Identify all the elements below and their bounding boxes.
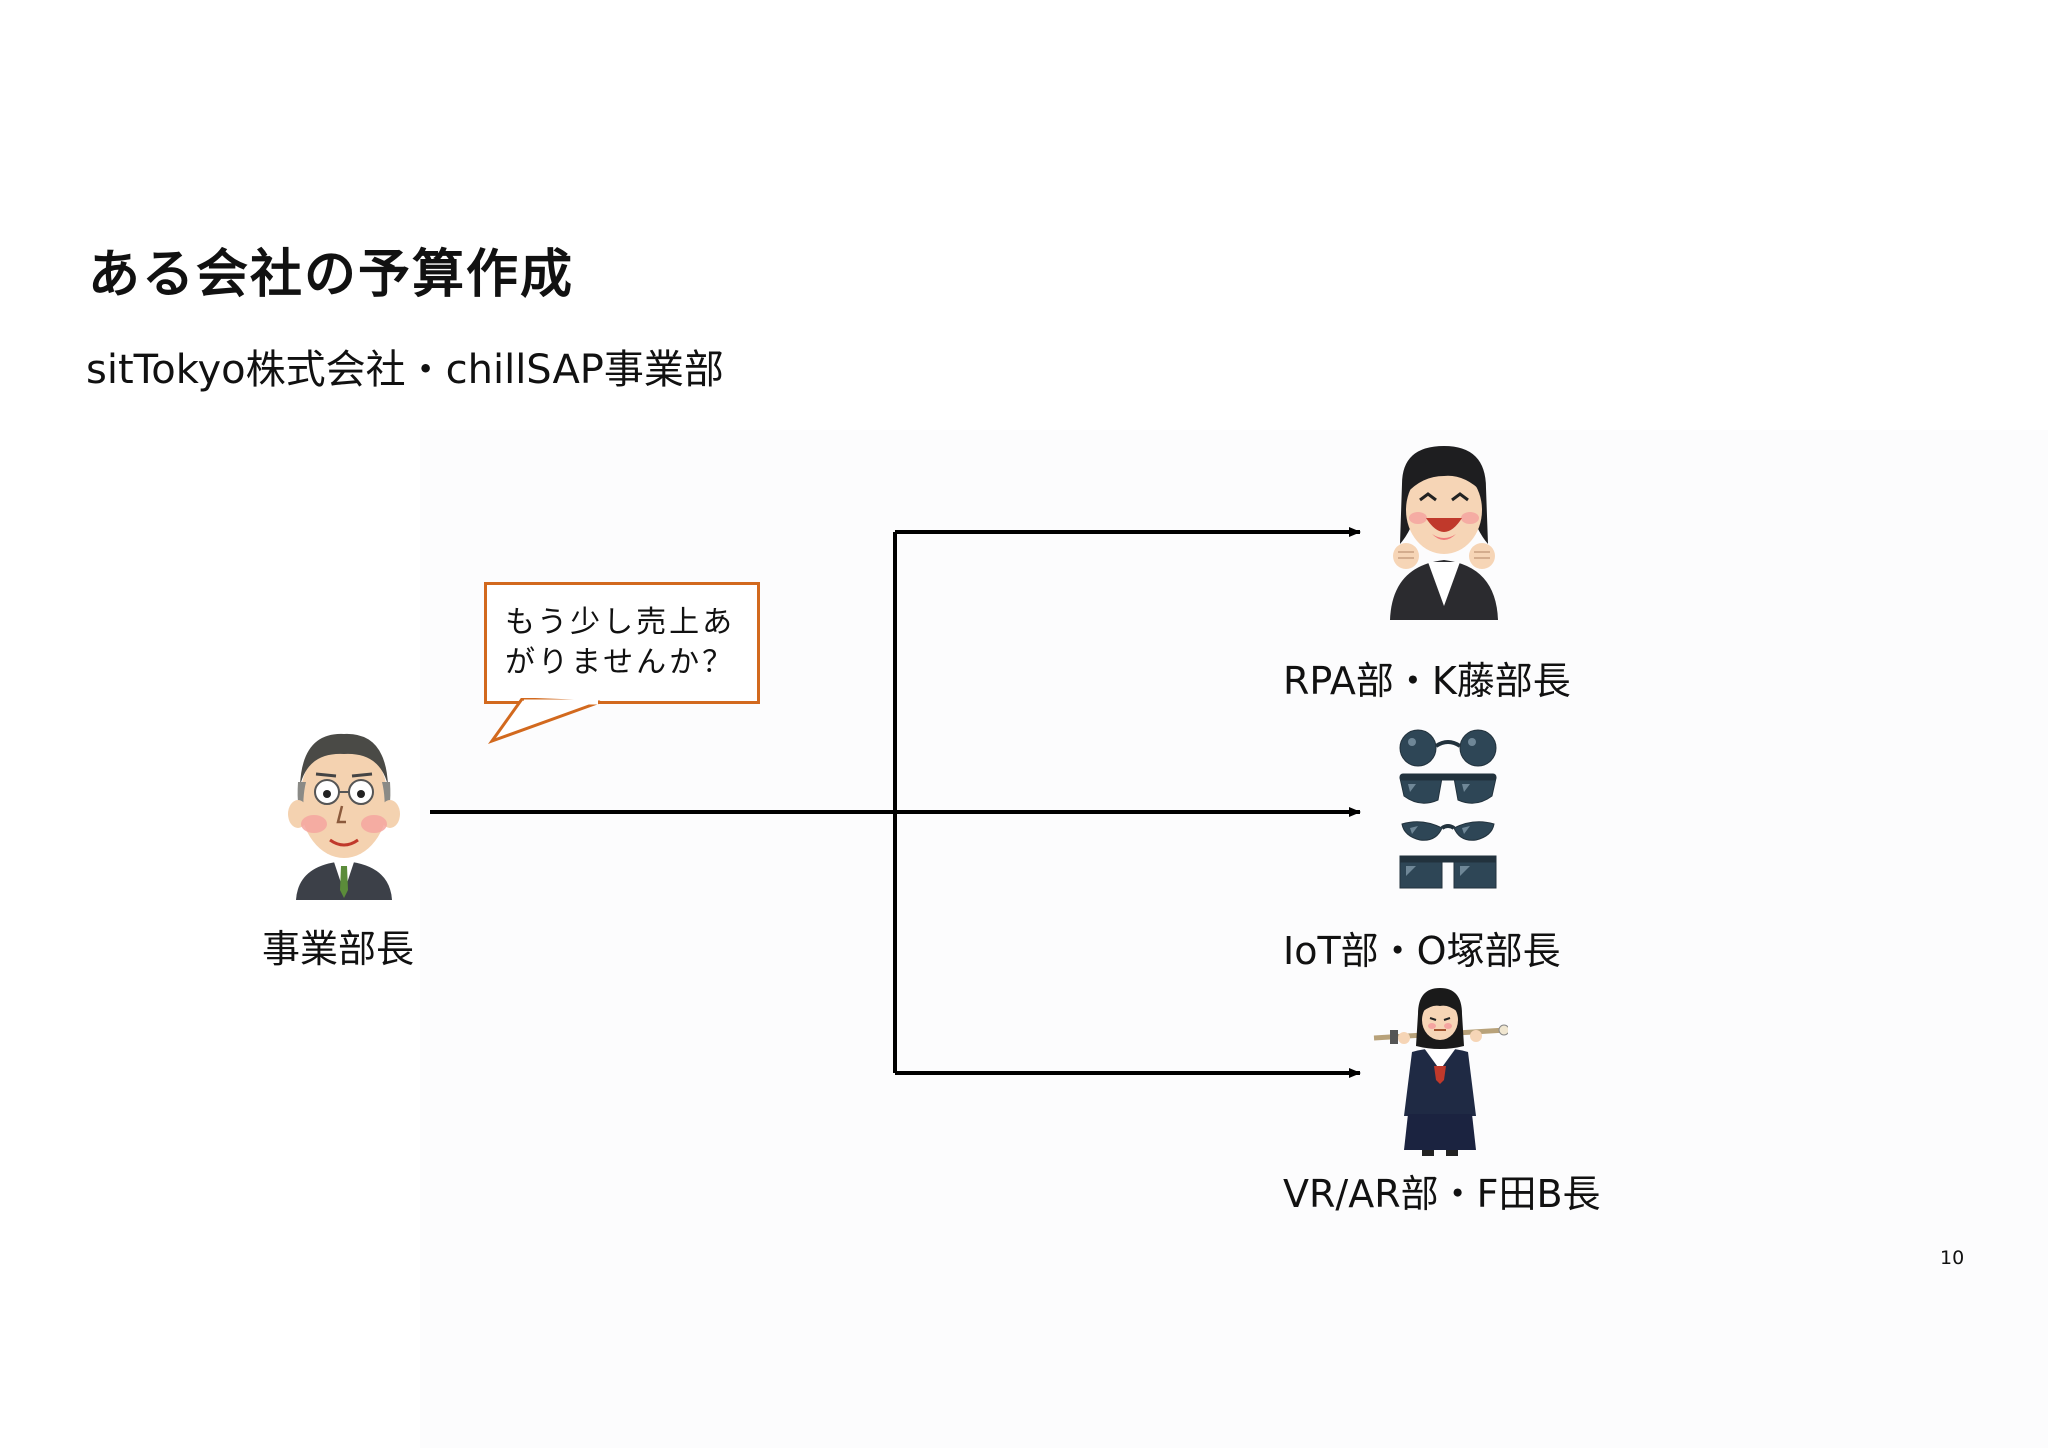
department-label-rpa: RPA部・K藤部長: [1283, 659, 1571, 703]
department-label-vrar: VR/AR部・F田B長: [1283, 1172, 1601, 1216]
manager-label: 事業部長: [262, 927, 415, 971]
elderly-manager-icon: [288, 733, 400, 900]
slide-subtitle: sitTokyo株式会社・chillSAP事業部: [86, 347, 724, 393]
speech-bubble: もう少し売上あ がりませんか？: [484, 582, 760, 704]
page-number: 10: [1940, 1247, 1965, 1269]
sunglasses-icon: [1399, 729, 1497, 889]
speech-bubble-tail: [487, 698, 601, 745]
department-label-iot: IoT部・O塚部長: [1283, 929, 1561, 973]
schoolgirl-with-sword-icon: [1373, 988, 1508, 1156]
cheering-businesswoman-icon: [1390, 446, 1498, 620]
slide-title: ある会社の予算作成: [88, 245, 575, 305]
